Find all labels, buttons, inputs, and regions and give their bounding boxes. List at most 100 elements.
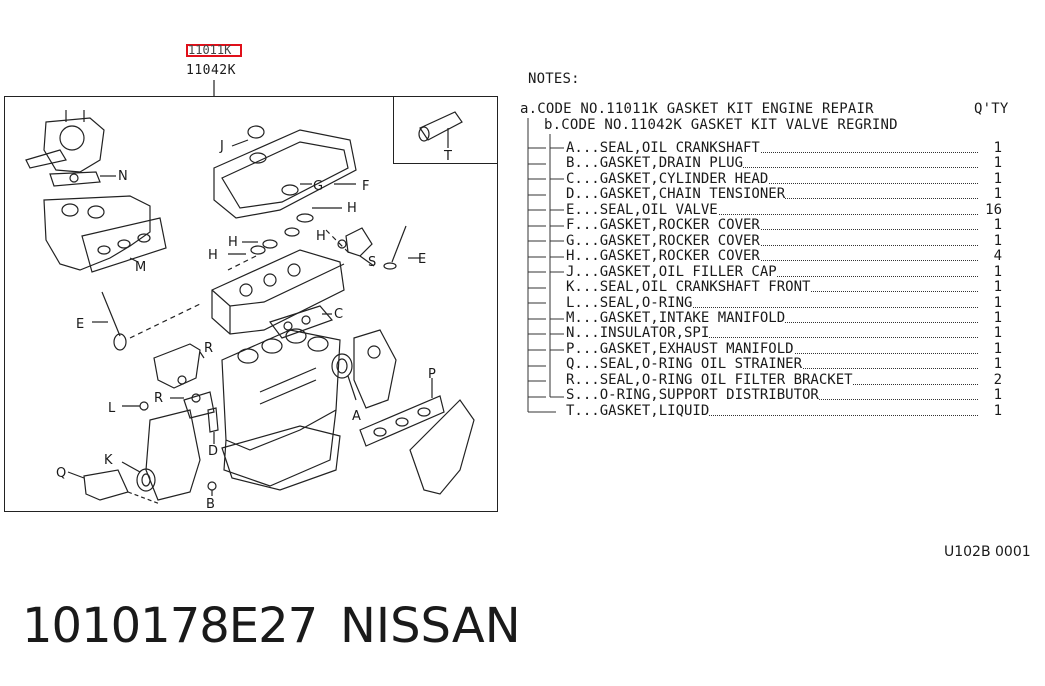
notes-item-row: M...GASKET,INTAKE MANIFOLD 1	[566, 309, 1002, 326]
part-number: 1010178E27	[22, 598, 318, 654]
notes-item-qty: 1	[990, 263, 1002, 280]
notes-item-qty: 16	[982, 201, 1002, 218]
label-F: F	[362, 179, 369, 194]
notes-item-qty: 1	[990, 170, 1002, 187]
oil-filter-bracket-icon	[153, 343, 215, 419]
leader-dots	[566, 152, 978, 153]
label-H-1: H	[347, 201, 357, 216]
chain-tensioner-icon	[207, 407, 219, 444]
kit-code-engine-repair: a.CODE NO.11011K GASKET KIT ENGINE REPAI…	[520, 101, 874, 117]
label-B: B	[206, 497, 215, 512]
leader-dots	[566, 306, 978, 308]
notes-item-label: Q...SEAL,O-RING OIL STRAINER	[566, 356, 803, 373]
notes-item-qty: 1	[990, 309, 1002, 326]
notes-item-label: K...SEAL,OIL CRANKSHAFT FRONT	[566, 279, 811, 296]
notes-item-qty: 1	[990, 140, 1002, 156]
notes-item-row: S...O-RING,SUPPORT DISTRIBUTOR 1	[566, 387, 1002, 404]
timing-cover-icon	[67, 401, 201, 505]
notes-item-label: S...O-RING,SUPPORT DISTRIBUTOR	[566, 387, 819, 404]
label-J: J	[219, 139, 224, 154]
notes-item-row: G...GASKET,ROCKER COVER 1	[566, 232, 1002, 249]
notes-item-label: D...GASKET,CHAIN TENSIONER	[566, 186, 786, 203]
label-G: G	[313, 179, 323, 194]
notes-item-label: G...GASKET,ROCKER COVER	[566, 232, 760, 249]
leader-dots	[566, 414, 978, 416]
leader-dots	[566, 167, 978, 169]
notes-item-label: A...SEAL,OIL CRANKSHAFT	[566, 140, 760, 156]
notes-item-label: E...SEAL,OIL VALVE	[566, 201, 718, 218]
kit-code-valve-regrind: b.CODE NO.11042K GASKET KIT VALVE REGRIN…	[544, 117, 898, 133]
notes-item-qty: 4	[990, 248, 1002, 265]
liquid-gasket-tube-icon	[418, 111, 463, 148]
label-A: A	[352, 409, 361, 424]
notes-item-qty: 1	[990, 325, 1002, 342]
exhaust-manifold-icon	[359, 378, 475, 495]
label-C: C	[334, 307, 343, 322]
notes-item-row: D...GASKET,CHAIN TENSIONER 1	[566, 186, 1002, 203]
exploded-diagram-frame	[4, 96, 498, 512]
notes-item-row: E...SEAL,OIL VALVE 16	[566, 201, 1002, 218]
notes-item-label: N...INSULATOR,SPI	[566, 325, 710, 342]
throttle-body-icon	[25, 110, 105, 173]
notes-item-qty: 1	[990, 387, 1002, 404]
label-N: N	[118, 169, 128, 184]
leader-dots	[566, 260, 978, 262]
label-M: M	[135, 260, 146, 275]
leader-dots	[566, 213, 978, 215]
leader-dots	[566, 337, 978, 339]
label-Q: Q	[56, 466, 66, 481]
highlighted-part-callout[interactable]: 11011K	[186, 44, 242, 57]
label-E-left: E	[76, 317, 84, 332]
notes-item-qty: 1	[990, 186, 1002, 203]
notes-item-row: J...GASKET,OIL FILLER CAP 1	[566, 263, 1002, 280]
front-cover-icon	[353, 329, 397, 409]
cylinder-head-gasket-icon	[269, 305, 334, 339]
label-R-1: R	[204, 341, 213, 356]
crankshaft-seal-icon	[331, 353, 357, 401]
distributor-icon	[337, 227, 375, 267]
label-H-2: H	[316, 229, 326, 244]
notes-item-row: A...SEAL,OIL CRANKSHAFT 1	[566, 140, 1002, 156]
notes-item-row: N...INSULATOR,SPI 1	[566, 325, 1002, 342]
label-L: L	[108, 401, 116, 416]
label-H-3: H	[228, 235, 238, 250]
notes-item-label: R...SEAL,O-RING OIL FILTER BRACKET	[566, 371, 853, 388]
notes-item-row: C...GASKET,CYLINDER HEAD 1	[566, 170, 1002, 187]
cylinder-head-icon	[211, 249, 345, 335]
notes-item-label: L...SEAL,O-RING	[566, 294, 693, 311]
leader-dots	[566, 182, 978, 184]
notes-item-label: J...GASKET,OIL FILLER CAP	[566, 263, 777, 280]
label-D: D	[208, 444, 218, 459]
oil-pan-icon	[207, 425, 341, 496]
label-K: K	[104, 453, 113, 468]
notes-item-row: Q...SEAL,O-RING OIL STRAINER 1	[566, 356, 1002, 373]
notes-item-label: H...GASKET,ROCKER COVER	[566, 248, 760, 265]
leader-dots	[566, 244, 978, 246]
notes-item-label: C...GASKET,CYLINDER HEAD	[566, 170, 769, 187]
callout-primary-code: 11011K	[188, 43, 232, 57]
notes-item-label: P...GASKET,EXHAUST MANIFOLD	[566, 340, 794, 357]
valve-left-icon	[92, 291, 201, 351]
insulator-icon	[49, 171, 116, 187]
brand-name: NISSAN	[340, 598, 521, 654]
notes-item-label: F...GASKET,ROCKER COVER	[566, 217, 760, 234]
label-E-right: E	[418, 252, 426, 267]
notes-item-qty: 2	[990, 371, 1002, 388]
notes-item-label: T...GASKET,LIQUID	[566, 402, 710, 419]
notes-item-row: F...GASKET,ROCKER COVER 1	[566, 217, 1002, 234]
notes-item-row: R...SEAL,O-RING OIL FILTER BRACKET 2	[566, 371, 1002, 388]
notes-item-qty: 1	[990, 294, 1002, 311]
callout-secondary-code: 11042K	[186, 63, 236, 78]
notes-item-qty: 1	[990, 356, 1002, 373]
label-P: P	[428, 367, 436, 382]
notes-item-qty: 1	[990, 155, 1002, 172]
notes-item-label: M...GASKET,INTAKE MANIFOLD	[566, 309, 786, 326]
notes-item-qty: 1	[990, 217, 1002, 234]
label-R-2: R	[154, 391, 163, 406]
notes-item-qty: 1	[990, 232, 1002, 249]
